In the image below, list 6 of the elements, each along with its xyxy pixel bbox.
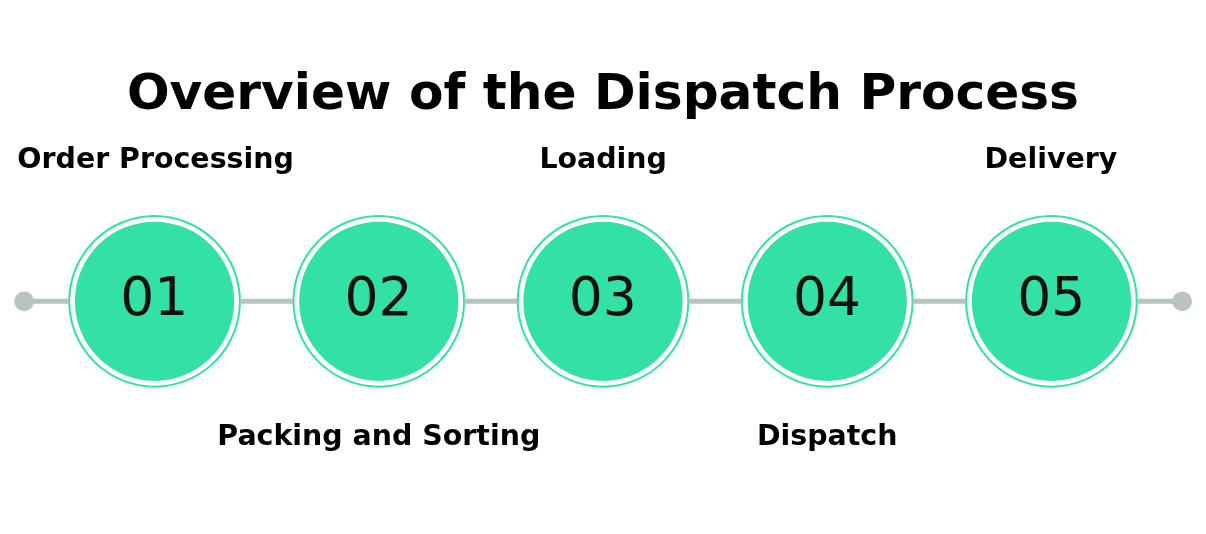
node-label: Packing and Sorting <box>217 419 541 453</box>
node-label: Delivery <box>984 141 1118 175</box>
node-label: Dispatch <box>756 419 898 453</box>
node-label: Loading <box>539 141 667 175</box>
node-label: Order Processing <box>17 141 294 175</box>
diagram-title: Overview of the Dispatch Process <box>126 61 1079 121</box>
